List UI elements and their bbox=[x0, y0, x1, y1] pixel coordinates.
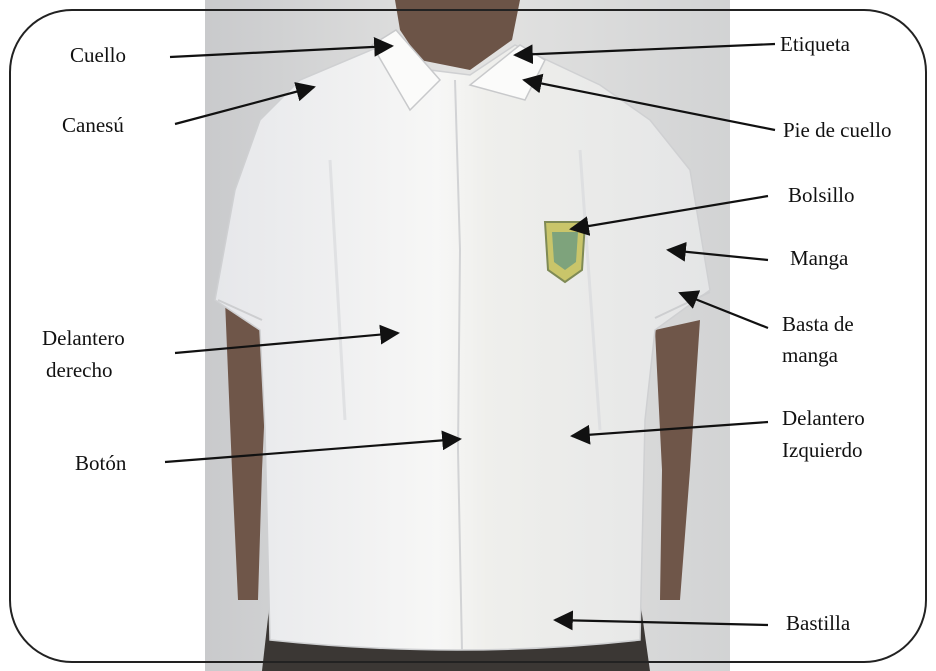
photo bbox=[205, 0, 730, 671]
label-basta-de-manga-line2: manga bbox=[782, 342, 838, 368]
label-canesu: Canesú bbox=[62, 112, 124, 138]
label-etiqueta: Etiqueta bbox=[780, 31, 850, 57]
label-cuello: Cuello bbox=[70, 42, 126, 68]
label-delantero-derecho-line2: derecho bbox=[46, 357, 112, 381]
label-delantero-izquierdo-line1: Delantero bbox=[782, 405, 865, 431]
label-bolsillo: Bolsillo bbox=[788, 182, 855, 208]
label-delantero-derecho-line1: Delantero bbox=[42, 325, 125, 351]
label-bastilla: Bastilla bbox=[786, 610, 850, 636]
label-delantero-izquierdo-line2: Izquierdo bbox=[782, 437, 862, 463]
label-pie-de-cuello: Pie de cuello bbox=[783, 117, 891, 143]
label-manga: Manga bbox=[790, 245, 848, 271]
label-boton: Botón bbox=[75, 450, 126, 476]
label-basta-de-manga-line1: Basta de bbox=[782, 311, 854, 337]
